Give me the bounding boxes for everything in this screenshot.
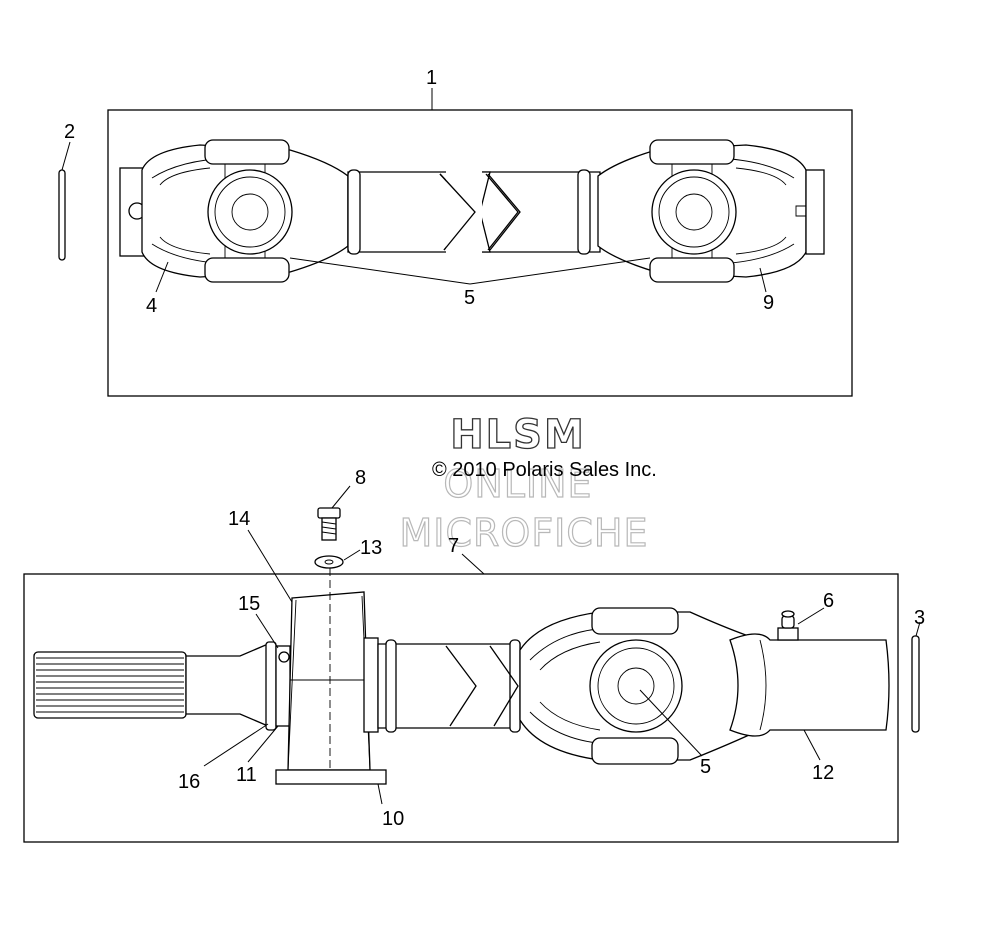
shaft-neck xyxy=(185,643,269,727)
callout-12: 12 xyxy=(812,762,834,784)
bearing-housing xyxy=(287,591,371,771)
callout-7: 7 xyxy=(448,535,459,557)
watermark-online: ONLINE xyxy=(443,462,592,506)
bottom-shaft xyxy=(377,643,521,729)
callout-11: 11 xyxy=(236,764,257,786)
bottom-assembly-frame xyxy=(23,573,899,843)
callout-1: 1 xyxy=(426,67,437,89)
callout-16: 16 xyxy=(178,771,200,793)
watermark: HLSM ONLINE MICROFICHE © 2010 Polaris Sa… xyxy=(399,411,657,555)
housing-base xyxy=(275,769,387,785)
slip-yoke xyxy=(729,633,890,737)
top-left-cap-lower xyxy=(204,257,290,283)
callout-10: 10 xyxy=(382,808,404,830)
seal-ring xyxy=(265,641,277,731)
bottom-cap-lower xyxy=(591,737,679,765)
set-screw xyxy=(278,651,290,663)
part-6-grease-fitting xyxy=(777,610,799,641)
top-left-cross-outer xyxy=(207,169,293,255)
top-assembly-frame xyxy=(107,109,853,397)
bottom-cross-outer xyxy=(589,639,683,733)
callout-15: 15 xyxy=(238,593,260,615)
top-right-stub xyxy=(805,169,825,255)
part-8-bolt xyxy=(317,507,341,541)
top-assembly xyxy=(58,88,853,397)
copyright-text: © 2010 Polaris Sales Inc. xyxy=(432,459,657,481)
callout-6: 6 xyxy=(823,590,834,612)
top-right-cap-lower xyxy=(649,257,735,283)
bottom-assembly xyxy=(23,485,921,843)
callout-2: 2 xyxy=(64,121,75,143)
callout-5-top: 5 xyxy=(464,287,475,309)
top-right-cross-outer xyxy=(651,169,737,255)
part-13-washer xyxy=(314,555,344,569)
top-left-cap-upper xyxy=(204,139,290,165)
callout-14: 14 xyxy=(228,508,250,530)
callout-8: 8 xyxy=(355,467,366,489)
part-3-pin xyxy=(911,635,920,733)
callout-13: 13 xyxy=(360,537,382,559)
part-2-pin xyxy=(58,169,66,261)
top-right-cap-upper xyxy=(649,139,735,165)
callouts: 1 2 4 5 9 8 14 13 7 6 3 15 16 11 5 12 10 xyxy=(64,67,925,830)
bottom-cap-upper xyxy=(591,607,679,635)
watermark-hlsm: HLSM xyxy=(450,412,586,458)
watermark-microfiche: MICROFICHE xyxy=(399,511,648,555)
callout-5-bottom: 5 xyxy=(700,756,711,778)
callout-9: 9 xyxy=(763,292,774,314)
callout-3: 3 xyxy=(914,607,925,629)
splined-end xyxy=(33,651,187,719)
callout-4: 4 xyxy=(146,295,157,317)
